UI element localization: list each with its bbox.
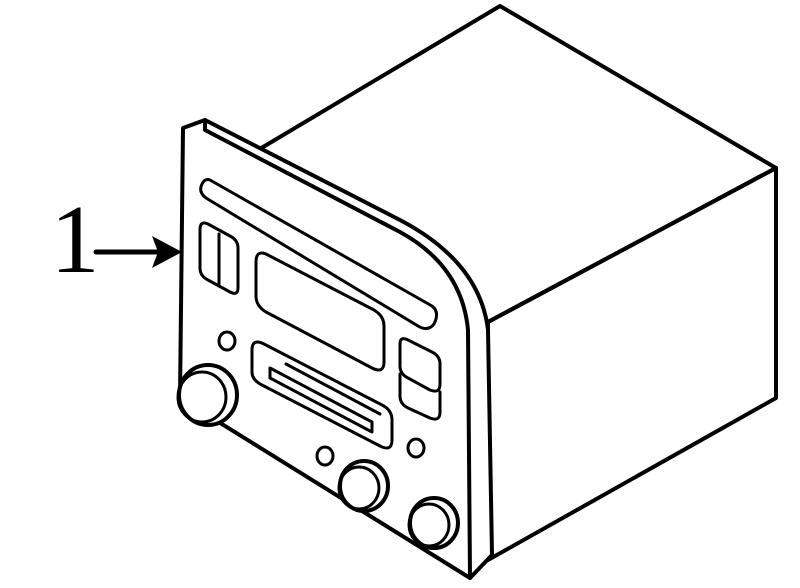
indicator-dot-right — [406, 437, 426, 459]
display-window — [254, 251, 386, 372]
cassette-door — [250, 340, 394, 450]
indicator-dot-upper — [217, 330, 237, 352]
cassette-slot-line — [284, 362, 382, 416]
right-button-lower — [398, 372, 442, 421]
tuning-knob — [337, 459, 390, 513]
indicator-dot-middle — [315, 445, 335, 467]
callout-number: 1 — [50, 186, 100, 294]
right-button-upper — [398, 337, 442, 393]
front-bezel — [176, 118, 494, 580]
callout-arrow — [93, 236, 182, 268]
bezel-inner-edge — [203, 118, 472, 580]
cassette-slot — [268, 366, 374, 434]
left-button — [198, 221, 240, 295]
right-knob — [407, 496, 460, 550]
cd-slot — [199, 178, 439, 331]
volume-knob — [176, 363, 239, 427]
housing-edge — [486, 166, 778, 324]
